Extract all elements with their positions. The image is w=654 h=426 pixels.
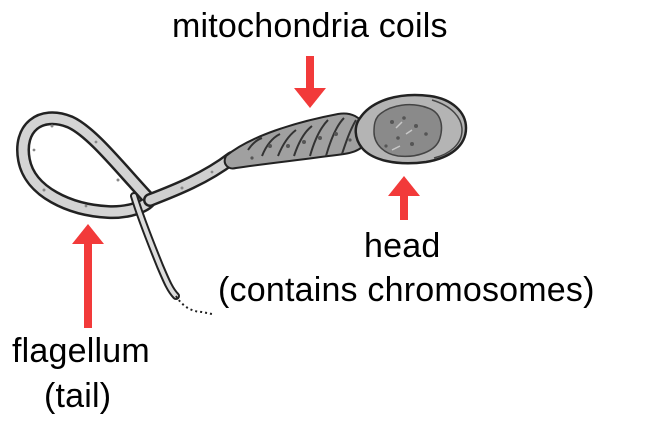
midpiece-body <box>225 114 367 169</box>
head-arrow <box>388 176 420 220</box>
head-note-label: (contains chromosomes) <box>218 272 595 308</box>
nucleus <box>374 105 442 157</box>
mitochondria-arrow <box>294 56 326 108</box>
head-label: head <box>364 228 440 264</box>
flagellum-arrow <box>72 224 104 328</box>
mitochondria-coils-shape <box>225 114 367 169</box>
mitochondria-label: mitochondria coils <box>172 8 448 44</box>
flagellum-tip <box>176 296 212 314</box>
flagellum-shape <box>23 118 232 314</box>
flagellum-note-label: (tail) <box>44 378 111 414</box>
flagellum-label: flagellum <box>12 333 150 369</box>
head-shape <box>356 95 466 163</box>
